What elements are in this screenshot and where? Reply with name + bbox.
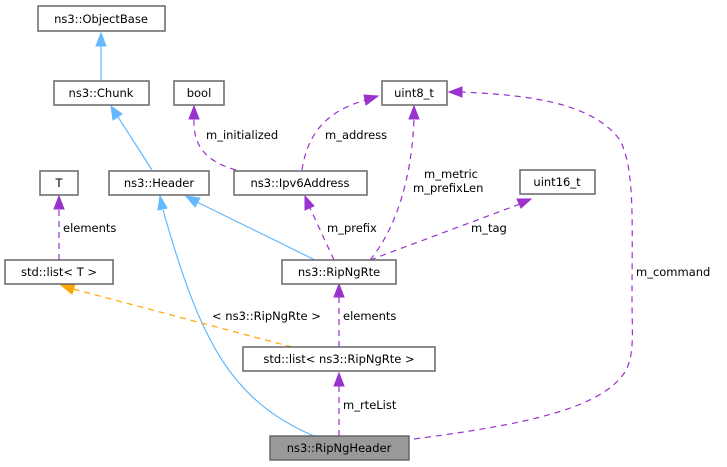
svg-text:std::list< T >: std::list< T > bbox=[21, 265, 97, 279]
node-objectbase[interactable]: ns3::ObjectBase bbox=[37, 5, 166, 32]
edge-stdlist-rte-to-ripngrte bbox=[333, 282, 345, 347]
edge-ripngrte-to-ipv6address bbox=[304, 194, 335, 261]
edge-ripngrte-to-uint8 bbox=[369, 104, 420, 261]
svg-text:uint8_t: uint8_t bbox=[394, 86, 434, 100]
svg-text:ns3::ObjectBase: ns3::ObjectBase bbox=[54, 12, 148, 26]
node-bool[interactable]: bool bbox=[173, 80, 225, 106]
label-elements-rte: elements bbox=[343, 309, 396, 323]
label-m-rtelist: m_rteList bbox=[343, 398, 397, 412]
label-template-arg: < ns3::RipNgRte > bbox=[212, 309, 321, 323]
svg-text:ns3::RipNgRte: ns3::RipNgRte bbox=[298, 265, 380, 279]
edge-ripngheader-to-header bbox=[157, 194, 315, 437]
svg-text:std::list< ns3::RipNgRte >: std::list< ns3::RipNgRte > bbox=[263, 352, 414, 366]
node-uint16[interactable]: uint16_t bbox=[519, 169, 596, 195]
svg-text:ns3::Chunk: ns3::Chunk bbox=[69, 86, 134, 100]
edge-ripngrte-to-uint16 bbox=[369, 198, 533, 261]
node-header[interactable]: ns3::Header bbox=[108, 170, 210, 196]
label-elements-t: elements bbox=[63, 221, 116, 235]
edge-ripngheader-to-stdlist-rte bbox=[333, 371, 345, 436]
node-t[interactable]: T bbox=[39, 170, 79, 196]
node-stdlist-ripngrte[interactable]: std::list< ns3::RipNgRte > bbox=[242, 346, 436, 372]
node-stdlist-t[interactable]: std::list< T > bbox=[4, 259, 114, 285]
edge-header-to-chunk bbox=[110, 104, 153, 171]
label-m-prefix: m_prefix bbox=[327, 221, 377, 235]
edge-stdlist-t-to-t bbox=[53, 194, 65, 260]
edge-ipv6address-to-uint8 bbox=[301, 94, 380, 171]
edge-ripngheader-to-uint8 bbox=[413, 86, 634, 440]
edge-chunk-to-objectbase bbox=[95, 31, 107, 80]
node-chunk[interactable]: ns3::Chunk bbox=[53, 80, 150, 106]
svg-text:T: T bbox=[54, 176, 63, 190]
node-ipv6address[interactable]: ns3::Ipv6Address bbox=[233, 170, 368, 196]
node-uint8[interactable]: uint8_t bbox=[381, 80, 448, 106]
edge-ipv6address-to-bool bbox=[188, 104, 237, 171]
label-m-initialized: m_initialized bbox=[206, 128, 278, 142]
node-ripngheader[interactable]: ns3::RipNgHeader bbox=[269, 435, 410, 461]
svg-text:bool: bool bbox=[187, 86, 212, 100]
label-m-address: m_address bbox=[325, 128, 387, 142]
label-m-tag: m_tag bbox=[471, 221, 507, 235]
label-m-metric: m_metric bbox=[424, 167, 478, 181]
svg-text:ns3::Header: ns3::Header bbox=[124, 176, 194, 190]
label-m-command: m_command bbox=[636, 265, 710, 279]
svg-text:ns3::Ipv6Address: ns3::Ipv6Address bbox=[251, 176, 350, 190]
node-ripngrte[interactable]: ns3::RipNgRte bbox=[281, 259, 397, 285]
svg-text:ns3::RipNgHeader: ns3::RipNgHeader bbox=[287, 441, 392, 455]
label-m-prefixlen: m_prefixLen bbox=[413, 181, 483, 195]
edge-ripngrte-to-header bbox=[184, 195, 316, 261]
svg-text:uint16_t: uint16_t bbox=[533, 175, 581, 189]
